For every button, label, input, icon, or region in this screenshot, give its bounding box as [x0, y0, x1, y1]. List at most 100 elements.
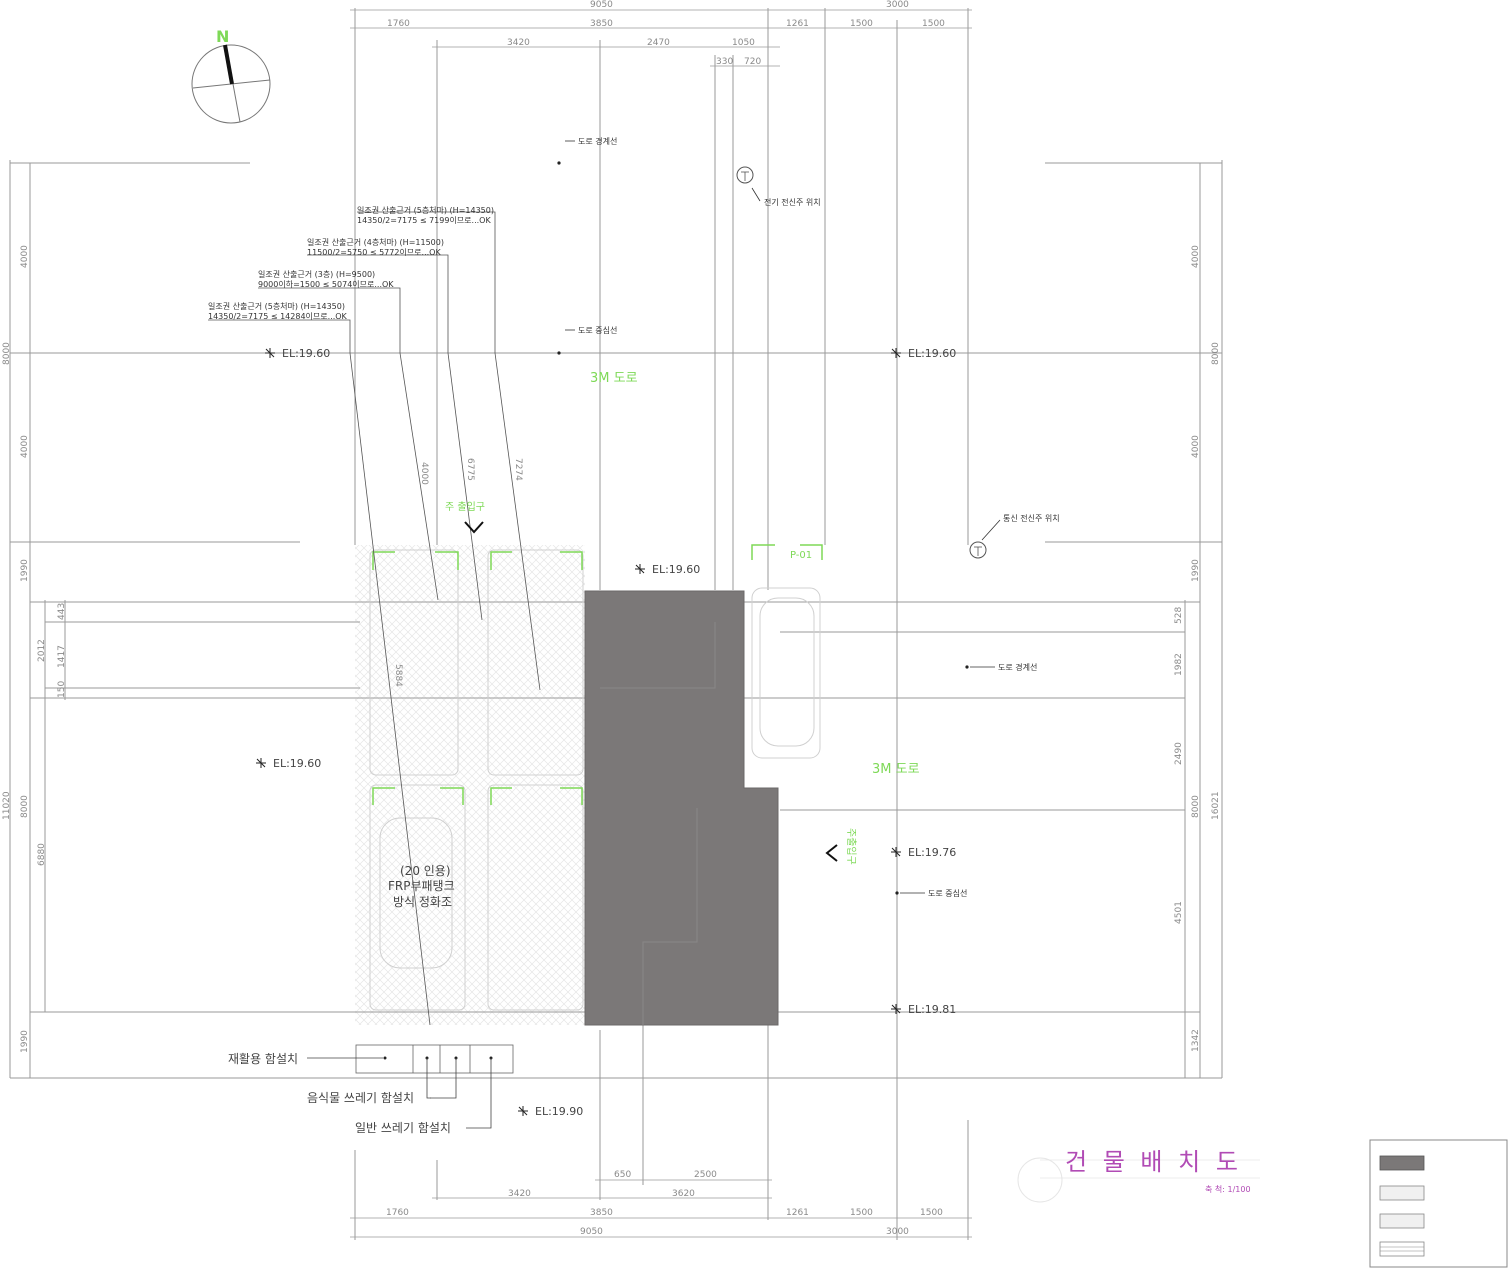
sunlight-note-4: 일조권 산출근거 (5층처마) (H=14350)	[208, 301, 345, 311]
legend-box	[1369, 1139, 1508, 1268]
bottom-dim-total-left: 9050	[580, 1227, 603, 1237]
elevation-label-5: EL:19.76	[908, 846, 956, 859]
top-dimension-lines	[350, 9, 972, 67]
top-dim-2: 3850	[590, 19, 613, 29]
road-label-right: 3M 도로	[872, 762, 920, 777]
top-dim-1: 1760	[387, 19, 410, 29]
left-dim-8: 150	[57, 681, 67, 698]
right-dim-9: 16021	[1211, 791, 1221, 820]
left-dim-3: 4000	[20, 435, 30, 458]
drawing-title: 건 물 배 치 도	[1065, 1148, 1242, 1176]
right-dim-8: 8000	[1191, 795, 1201, 818]
elevation-label-6: EL:19.81	[908, 1003, 956, 1016]
entrance-label-top: 주 출입구	[445, 500, 485, 513]
right-dim-3: 4000	[1191, 435, 1201, 458]
entrance-label-right: 주출입구	[845, 828, 858, 865]
sunlight-note-2: 일조권 산출근거 (4층처마) (H=11500)	[307, 237, 444, 247]
right-dim-7: 2490	[1174, 742, 1184, 765]
bottom-dimension-lines	[350, 1179, 972, 1238]
right-dim-4: 1990	[1191, 559, 1201, 582]
left-dim-4: 1990	[20, 559, 30, 582]
waste-bin-dots	[383, 1056, 493, 1060]
food-waste-label: 음식물 쓰레기 함설치	[307, 1091, 414, 1105]
top-dim-9: 330	[716, 57, 733, 67]
right-dim-11: 1342	[1191, 1029, 1201, 1052]
bottom-dim-8: 1500	[850, 1208, 873, 1218]
left-dim-9: 8000	[20, 795, 30, 818]
bottom-dim-5: 1760	[386, 1208, 409, 1218]
north-label: N	[216, 27, 229, 46]
left-dim-1: 4000	[20, 245, 30, 268]
telecom-pole-icon	[969, 541, 987, 559]
entrance-arrow-right-icon	[825, 844, 838, 862]
bottom-dim-7: 1261	[786, 1208, 809, 1218]
bottom-dim-3: 3420	[508, 1189, 531, 1199]
grid-lines-vertical	[354, 8, 969, 1240]
drawing-scale: 축 척: 1/100	[1205, 1185, 1251, 1194]
building-footprint	[584, 590, 779, 1026]
north-arrow	[191, 44, 271, 124]
left-dim-2: 8000	[2, 342, 12, 365]
top-dim-total-right: 3000	[886, 0, 909, 10]
sunlight-note-3b: 9000이하=1500 ≤ 5074이므로...OK	[258, 279, 394, 289]
elevation-label-2: EL:19.60	[908, 347, 956, 360]
title-circle-icon	[1017, 1157, 1063, 1203]
right-dim-2: 8000	[1211, 342, 1221, 365]
left-dim-5: 2012	[37, 639, 47, 662]
road-label-top: 3M 도로	[590, 371, 638, 386]
sunlight-note-4b: 14350/2=7175 ≤ 14284이므로...OK	[208, 311, 348, 321]
slope-dim-1: 4000	[419, 462, 429, 485]
top-dim-3: 1261	[786, 19, 809, 29]
entrance-arrow-top-icon	[464, 521, 484, 534]
waste-leaders	[307, 1057, 492, 1129]
waste-bins	[355, 1044, 514, 1074]
elevation-label-4: EL:19.60	[273, 757, 321, 770]
left-dim-10: 11020	[2, 791, 12, 820]
parking-label: P-01	[790, 550, 812, 561]
sunlight-note-2b: 11500/2=5750 ≤ 5772이므로...OK	[307, 247, 441, 257]
general-waste-label: 일반 쓰레기 함설치	[355, 1121, 451, 1135]
road-center-note-right: 도로 중심선	[928, 888, 967, 898]
septic-label-1: (20 인용)	[400, 864, 451, 878]
slope-dim-3: 7274	[513, 458, 523, 481]
bottom-dim-1: 650	[614, 1170, 631, 1180]
bottom-dim-4: 3620	[672, 1189, 695, 1199]
bottom-dim-9: 1500	[920, 1208, 943, 1218]
right-dim-6: 1982	[1174, 653, 1184, 676]
recycle-bin-label: 재활용 함설치	[228, 1052, 298, 1066]
electric-pole-icon	[736, 166, 754, 184]
top-dim-total-left: 9050	[590, 0, 613, 10]
sunlight-note-1: 일조권 산출근거 (5층처마) (H=14350)	[357, 205, 494, 215]
top-dim-4: 1500	[850, 19, 873, 29]
sunlight-note-3: 일조권 산출근거 (3층) (H=9500)	[258, 269, 375, 279]
slope-dim-2: 6775	[465, 458, 475, 481]
top-dim-8: 1050	[732, 38, 755, 48]
elevation-label-7: EL:19.90	[535, 1105, 583, 1118]
right-dim-1: 4000	[1191, 245, 1201, 268]
telecom-pole-note: 통신 전신주 위치	[1003, 513, 1060, 523]
building-inner-lines	[600, 622, 716, 1025]
top-dim-5: 1500	[922, 19, 945, 29]
left-dim-7: 1417	[57, 645, 67, 668]
leader-lines	[565, 140, 1001, 894]
elevation-label-1: EL:19.60	[282, 347, 330, 360]
bottom-dim-6: 3850	[590, 1208, 613, 1218]
left-dim-6: 443	[57, 603, 67, 620]
road-boundary-note-top: 도로 경계선	[578, 136, 617, 146]
top-dim-6: 3420	[507, 38, 530, 48]
elevation-label-3: EL:19.60	[652, 563, 700, 576]
top-dim-10: 720	[744, 57, 761, 67]
right-dim-5: 528	[1174, 607, 1184, 624]
sunlight-note-1b: 14350/2=7175 ≤ 7199이므로...OK	[357, 215, 491, 225]
left-dim-11: 6880	[37, 843, 47, 866]
top-dim-7: 2470	[647, 38, 670, 48]
road-center-note-top: 도로 중심선	[578, 325, 617, 335]
right-dim-10: 4501	[1174, 901, 1184, 924]
bottom-dim-2: 2500	[694, 1170, 717, 1180]
septic-label-2: FRP부패탱크	[388, 879, 455, 893]
leader-dots	[557, 161, 969, 895]
slope-dim-4: 5884	[393, 664, 403, 687]
parking-markers	[372, 544, 823, 805]
parking-stalls	[369, 549, 821, 1011]
